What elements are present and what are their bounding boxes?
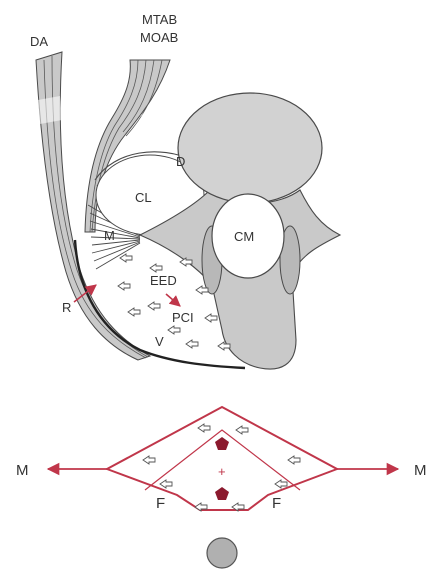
- lower-red-pentagon: [215, 487, 229, 500]
- label-f-right: F: [272, 495, 281, 512]
- label-f-left: F: [156, 495, 165, 512]
- bottom-circle: [207, 538, 237, 568]
- lower-diagram: + M M F F: [16, 407, 427, 568]
- label-m-right: M: [414, 462, 427, 479]
- upper-red-pentagon: [215, 437, 229, 450]
- label-m-upper: M: [104, 228, 115, 243]
- label-v: V: [155, 334, 164, 349]
- label-eed: EED: [150, 273, 177, 288]
- label-mtab: MTAB: [142, 12, 177, 27]
- label-r: R: [62, 300, 71, 315]
- label-moab: MOAB: [140, 30, 178, 45]
- label-pci: PCI: [172, 310, 194, 325]
- label-cm: CM: [234, 229, 254, 244]
- center-plus: +: [218, 464, 226, 479]
- label-cl: CL: [135, 190, 152, 205]
- upper-diagram: DA MTAB MOAB D CL M CM EED R PCI V: [30, 12, 340, 369]
- label-da: DA: [30, 34, 48, 49]
- label-m-left: M: [16, 462, 29, 479]
- label-d: D: [176, 154, 185, 169]
- eed-arrow: [166, 294, 180, 306]
